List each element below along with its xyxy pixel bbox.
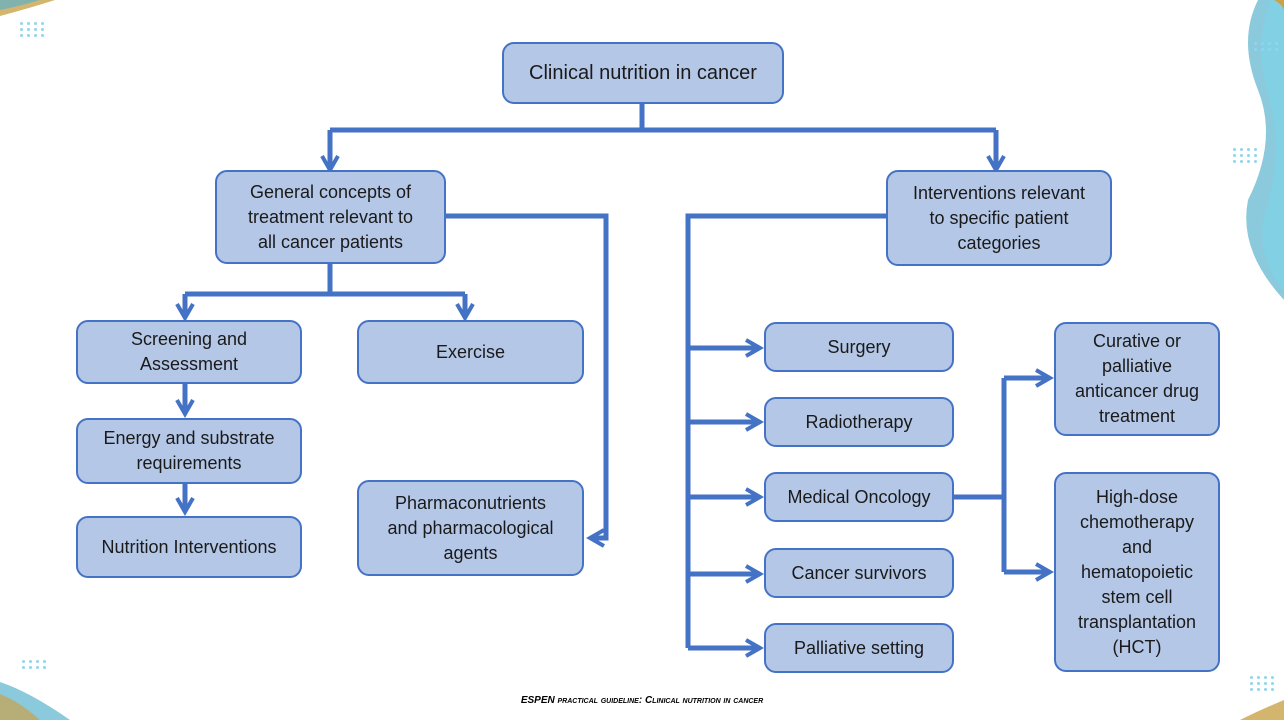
node-screening-assessment: Screening and Assessment bbox=[76, 320, 302, 384]
node-curative-palliative: Curative or palliative anticancer drug t… bbox=[1054, 322, 1220, 436]
node-surgery: Surgery bbox=[764, 322, 954, 372]
node-nutrition-interventions: Nutrition Interventions bbox=[76, 516, 302, 578]
corner-wave-top-left bbox=[0, 0, 55, 16]
node-cancer-survivors: Cancer survivors bbox=[764, 548, 954, 598]
dot-grid-decoration bbox=[1254, 42, 1279, 51]
node-pharmaconutrients: Pharmaconutrients and pharmacological ag… bbox=[357, 480, 584, 576]
node-exercise: Exercise bbox=[357, 320, 584, 384]
wave-art-right bbox=[1246, 0, 1284, 300]
corner-wave-bottom-right bbox=[1240, 700, 1284, 720]
node-energy-substrate: Energy and substrate requirements bbox=[76, 418, 302, 484]
node-clinical-nutrition-in-cancer: Clinical nutrition in cancer bbox=[502, 42, 784, 104]
dot-grid-decoration bbox=[22, 660, 47, 669]
footer-citation: ESPEN practical guideline: Clinical nutr… bbox=[0, 695, 1284, 706]
node-medical-oncology: Medical Oncology bbox=[764, 472, 954, 522]
node-palliative-setting: Palliative setting bbox=[764, 623, 954, 673]
dot-grid-decoration bbox=[20, 22, 45, 37]
node-hct: High-dose chemotherapy and hematopoietic… bbox=[1054, 472, 1220, 672]
arrow-to-pharma bbox=[446, 213, 609, 548]
footer-title: practical guideline: Clinical nutrition … bbox=[557, 695, 764, 706]
dot-grid-decoration bbox=[1233, 148, 1258, 163]
node-interventions-specific: Interventions relevant to specific patie… bbox=[886, 170, 1112, 266]
connector-interventions-spine bbox=[685, 213, 886, 648]
footer-lead: ESPEN bbox=[520, 695, 558, 706]
dot-grid-decoration bbox=[1250, 676, 1275, 691]
node-general-concepts: General concepts of treatment relevant t… bbox=[215, 170, 446, 264]
wave-art-bottom-left bbox=[0, 682, 70, 720]
node-radiotherapy: Radiotherapy bbox=[764, 397, 954, 447]
